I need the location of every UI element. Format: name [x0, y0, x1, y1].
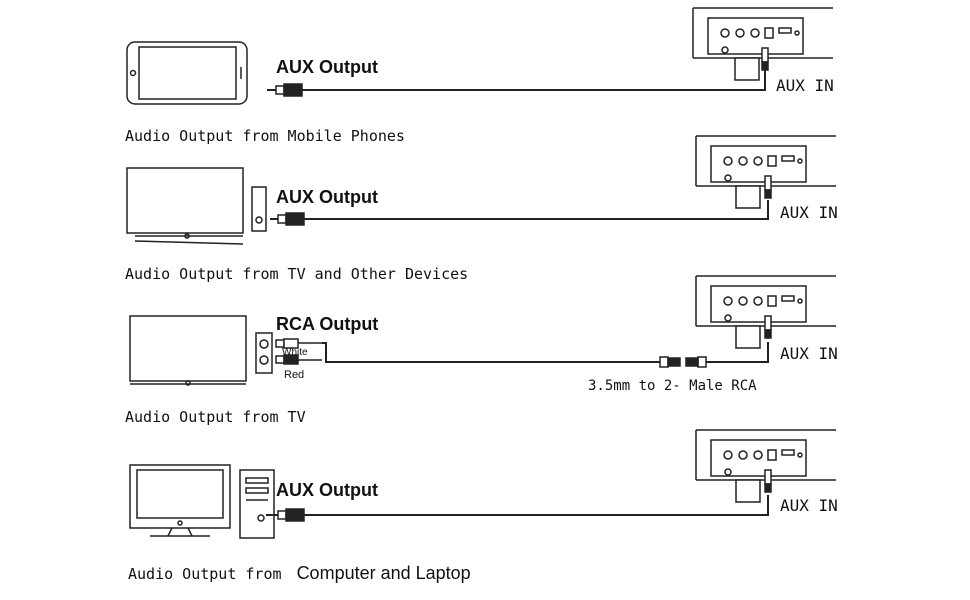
aux-in-label: AUX IN [780, 203, 838, 222]
scenario-computer: AUX Output Audio Output from Computer an… [128, 464, 769, 583]
caption: Audio Output from Computer and Laptop [128, 563, 471, 583]
mobile-phone-icon [126, 41, 248, 105]
aux-in-label: AUX IN [780, 344, 838, 363]
tv-icon [129, 315, 247, 386]
cable [322, 342, 660, 363]
cable [304, 495, 769, 516]
aux-in-label: AUX IN [780, 496, 838, 515]
monitor-icon [129, 464, 231, 537]
tv-icon [126, 167, 244, 245]
aux-plug-icon [266, 508, 305, 522]
cable [302, 70, 766, 91]
cable [706, 342, 769, 363]
rca-panel-icon [255, 332, 273, 374]
red-label: Red [284, 369, 304, 381]
source-label: AUX Output [276, 57, 378, 77]
speaker-unit-3 [695, 275, 836, 349]
caption: Audio Output from Mobile Phones [125, 127, 405, 145]
source-label: RCA Output [276, 314, 378, 334]
cable [304, 200, 769, 220]
rca-adapter-icon [659, 356, 707, 368]
aux-plug-icon [267, 83, 303, 97]
speaker-unit-2 [695, 135, 836, 209]
caption: Audio Output from TV and Other Devices [125, 265, 468, 283]
caption: Audio Output from TV [125, 408, 306, 426]
cable-label: 3.5mm to 2- Male RCA [588, 378, 757, 394]
speaker-unit-4 [695, 429, 836, 503]
scenario-tv-other: AUX Output Audio Output from TV and Othe… [125, 167, 769, 283]
rca-plug-red-icon [275, 354, 322, 365]
source-label: AUX Output [276, 187, 378, 207]
scenario-mobile: AUX Output Audio Output from Mobile Phon… [125, 41, 766, 145]
aux-in-label: AUX IN [776, 76, 834, 95]
caption-part1: Audio Output from [128, 565, 282, 583]
source-label: AUX Output [276, 480, 378, 500]
speaker-unit-1 [692, 7, 833, 81]
white-label: White [282, 347, 308, 358]
pc-tower-icon [239, 469, 275, 539]
rca-plug-white-icon [275, 338, 322, 349]
caption-part2: Computer and Laptop [297, 563, 471, 583]
aux-plug-icon [270, 212, 305, 226]
scenario-tv-rca: White Red RCA Output 3.5mm to 2- Male RC… [125, 314, 769, 426]
device-box-icon [251, 186, 267, 232]
